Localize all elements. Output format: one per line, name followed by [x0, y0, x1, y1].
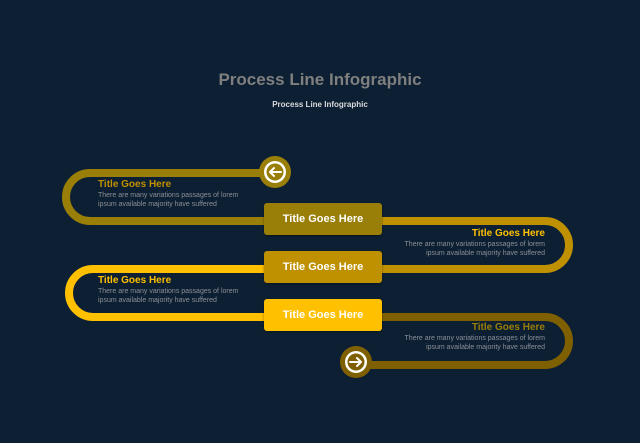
- step-title: Title Goes Here: [471, 322, 545, 333]
- center-box-1: Title Goes Here: [264, 203, 382, 235]
- step-description: There are many variations passages of lo…: [98, 288, 239, 304]
- page-subtitle: Process Line Infographic: [272, 100, 368, 109]
- center-box-label: Title Goes Here: [282, 309, 364, 321]
- process-line-segment-4: [356, 313, 573, 369]
- process-line-segment-1: [62, 169, 274, 225]
- step-3: Title Goes Here There are many variation…: [98, 275, 248, 306]
- center-box-2: Title Goes Here: [264, 251, 382, 283]
- arrow-left-icon: [259, 156, 291, 188]
- step-title: Title Goes Here: [471, 228, 545, 239]
- step-2: Title Goes Here There are many variation…: [395, 228, 545, 259]
- step-title: Title Goes Here: [98, 275, 172, 286]
- process-line-segment-3: [65, 265, 270, 321]
- step-title: Title Goes Here: [98, 179, 172, 190]
- arrow-right-icon: [340, 346, 372, 378]
- step-description: There are many variations passages of lo…: [404, 335, 545, 351]
- center-box-3: Title Goes Here: [264, 299, 382, 331]
- step-description: There are many variations passages of lo…: [404, 241, 545, 257]
- step-1: Title Goes Here There are many variation…: [98, 179, 248, 210]
- center-box-label: Title Goes Here: [282, 261, 364, 273]
- step-4: Title Goes Here There are many variation…: [395, 322, 545, 353]
- page-title: Process Line Infographic: [218, 70, 422, 89]
- step-description: There are many variations passages of lo…: [98, 192, 239, 208]
- center-box-label: Title Goes Here: [282, 213, 364, 225]
- process-line-segment-2: [378, 217, 573, 273]
